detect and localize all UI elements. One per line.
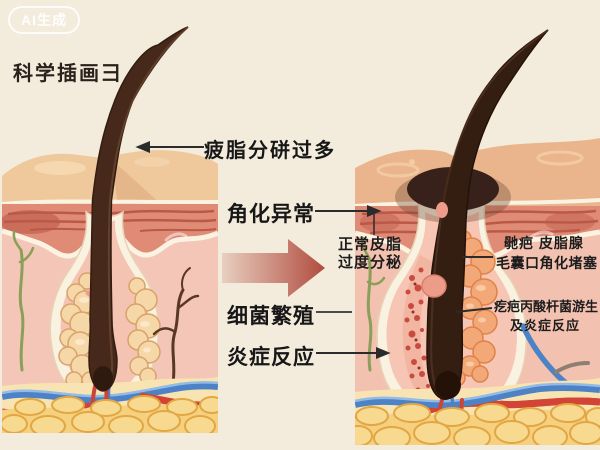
capillary-branch [152, 267, 200, 385]
flourish [164, 232, 188, 242]
hair-highlight [107, 26, 189, 386]
annotation-gland-line2: 毛囊口角化堵塞 [496, 255, 598, 271]
hair-shaft [88, 26, 189, 392]
hair-bulb [93, 366, 113, 390]
note-line2: 过度分秘 [338, 254, 403, 271]
hair-highlight [430, 29, 549, 386]
sebum-blob-small [436, 202, 448, 218]
annotation-acne-line1: 疙疤丙酸杆菌游生 [494, 299, 599, 314]
annotation-acne-line2: 及炎症反应 [510, 318, 581, 333]
left-skin-panel [2, 150, 218, 433]
note-sebum: 正常皮脂 过度分秘 [338, 236, 402, 272]
surface-highlight [34, 161, 86, 175]
surface-shading [112, 160, 162, 205]
page-title: 科学插画彐 [13, 63, 123, 85]
fat-lobule [355, 403, 600, 445]
transition-arrow [222, 239, 325, 297]
nerve-green [12, 230, 35, 372]
surface-highlight [376, 162, 420, 178]
vein-highlight [2, 381, 218, 398]
vein [2, 381, 218, 404]
nerve-green [361, 236, 386, 372]
keratin-connector [315, 205, 382, 235]
surface-highlight [134, 157, 170, 167]
inflammation-connector [316, 347, 391, 359]
sebum-connector [135, 141, 204, 153]
label-abnormal-keratinization: 角化异常 [227, 203, 315, 226]
label-inflammation: 炎症反应 [227, 346, 315, 369]
sebum-blob [421, 274, 447, 298]
annotation-gland-blockage: 毑疤 皮脂腺 毛囊口角化堵塞 [496, 233, 598, 273]
epidermis-streak [7, 209, 215, 216]
label-sebum-oversecretion: 疲脂分硑过多 [204, 140, 336, 162]
acne-annotation-connector [455, 307, 493, 313]
annotation-gland-line1: 毑疤 皮脂腺 [504, 235, 584, 251]
bacteria-dots-dark [411, 282, 421, 370]
flourish [526, 230, 554, 242]
connectors [135, 141, 493, 359]
right-skin-panel [355, 138, 600, 445]
annotation-acne-bacteria: 疙疤丙酸杆菌游生 及炎症反应 [494, 297, 598, 335]
ai-generated-badge: AI生成 [8, 6, 80, 34]
hair-bulb [435, 371, 461, 399]
capillary-branch [554, 361, 590, 374]
artery-crossover [499, 397, 600, 409]
surface-highlight [409, 159, 415, 165]
fat-lobule [2, 395, 218, 433]
vein [355, 382, 600, 409]
inflamed-band [402, 255, 446, 409]
vein-highlight [355, 382, 600, 403]
note-line1: 正常皮脂 [338, 236, 403, 253]
gland-highlight [75, 297, 151, 353]
label-bacteria-growth: 细菌繁殖 [227, 305, 315, 328]
gland-highlight [466, 285, 486, 367]
surface-highlight [536, 150, 584, 166]
